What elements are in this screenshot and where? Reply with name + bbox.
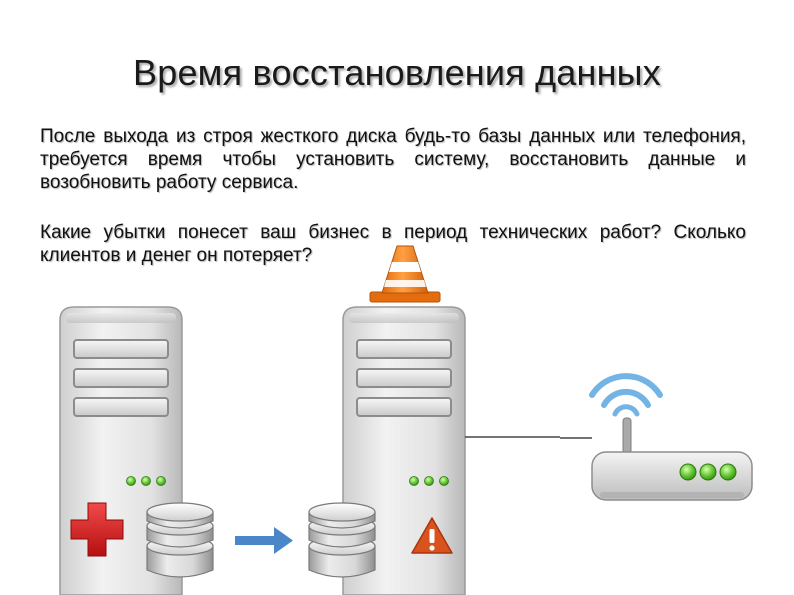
paragraph-question: Какие убытки понесет ваш бизнес в период… — [40, 221, 746, 267]
wifi-router-icon — [592, 376, 752, 500]
server-icon — [343, 307, 465, 595]
network-cable — [465, 437, 592, 438]
arrow-right-icon — [235, 527, 293, 554]
paragraph-intro: После выхода из строя жесткого диска буд… — [40, 125, 746, 194]
slide-title: Время восстановления данных — [0, 52, 794, 94]
medical-cross-icon — [71, 503, 123, 556]
server-icon — [60, 307, 182, 595]
database-icon — [147, 503, 213, 577]
warning-icon — [412, 518, 452, 553]
database-icon — [309, 503, 375, 577]
